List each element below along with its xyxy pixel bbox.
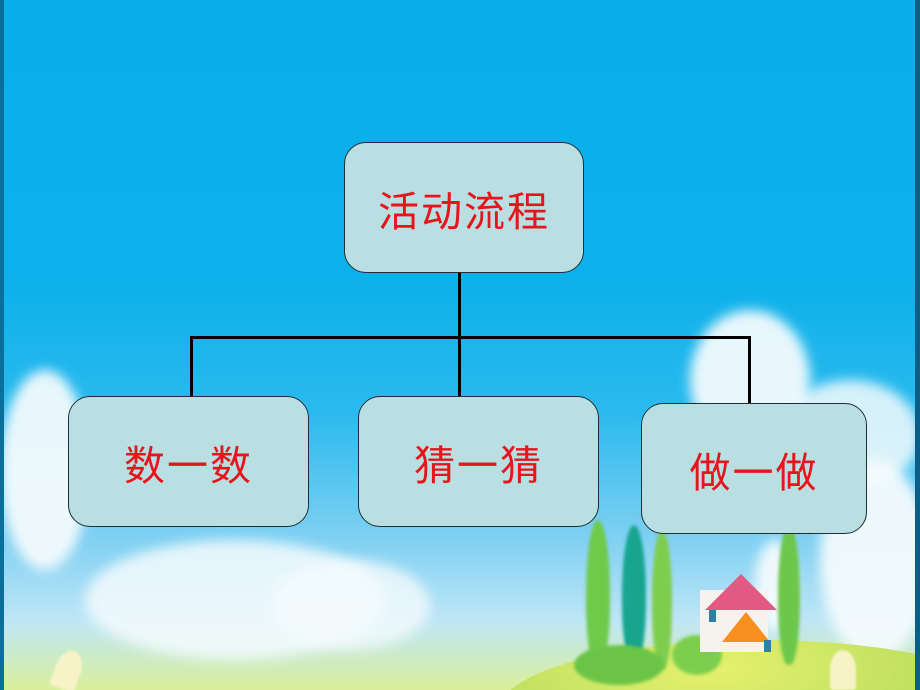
tree-icon: [778, 525, 800, 665]
connector-right: [748, 336, 751, 404]
connector-left: [190, 336, 193, 397]
child-node-guess: 猜一猜: [358, 396, 599, 527]
connector-trunk: [458, 271, 461, 397]
tree-icon: [652, 530, 672, 670]
flower-icon: [48, 646, 88, 690]
bush-icon: [574, 645, 664, 685]
child-node-do: 做一做: [641, 403, 867, 534]
connector-bar: [190, 336, 751, 339]
child-node-label: 数一数: [124, 441, 253, 490]
child-node-count: 数一数: [68, 396, 309, 527]
slide-edge-right: [915, 0, 920, 690]
slide-edge-left: [0, 0, 4, 690]
child-node-label: 猜一猜: [414, 441, 543, 490]
child-node-label: 做一做: [689, 448, 819, 497]
root-node-label: 活动流程: [378, 187, 550, 236]
cloud-bottom-middle: [270, 560, 430, 650]
root-node: 活动流程: [344, 142, 584, 273]
flower-icon: [830, 650, 856, 690]
tree-icon: [622, 525, 646, 665]
